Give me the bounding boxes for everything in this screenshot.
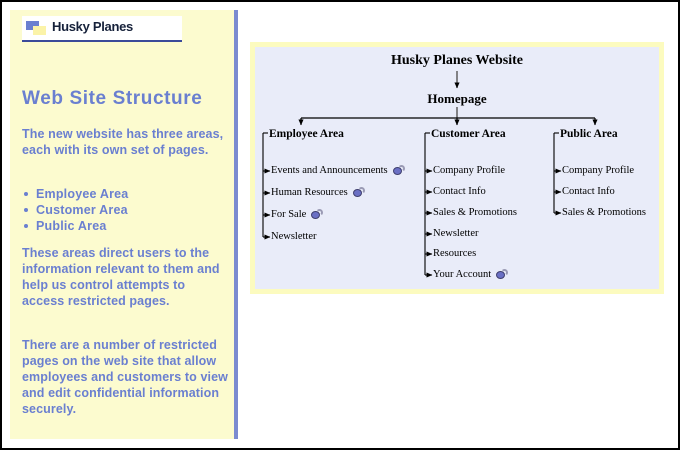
sidebar-paragraph-2: These areas direct users to the informat… <box>22 246 220 308</box>
leaf-node: Your Account <box>433 269 509 280</box>
leaf-label: Sales & Promotions <box>562 207 647 218</box>
leaf-label: Company Profile <box>562 165 635 176</box>
leaf-node: Resources <box>433 248 476 259</box>
sidebar-paragraph-3: There are a number of restricted pages o… <box>22 338 228 416</box>
sidebar-bullet-list: Employee Area Customer Area Public Area <box>22 186 228 234</box>
leaf-node: Contact Info <box>433 186 486 197</box>
leaf-label: Newsletter <box>433 228 479 239</box>
logo-squares-icon <box>26 21 48 36</box>
leaf-label: Events and Announcements <box>271 165 388 176</box>
leaf-label: Contact Info <box>562 186 615 197</box>
lock-icon <box>351 187 365 198</box>
leaf-label: Newsletter <box>271 231 317 242</box>
leaf-node: Company Profile <box>433 165 505 176</box>
diagram-connectors <box>262 71 598 278</box>
leaf-node: Sales & Promotions <box>433 207 517 218</box>
leaf-node: Events and Announcements <box>271 165 405 176</box>
lock-icon <box>309 209 324 220</box>
column-heading-public: Public Area <box>560 128 618 140</box>
logo-text: Husky Planes <box>52 19 133 34</box>
page-title: Web Site Structure <box>22 88 203 109</box>
list-item: Customer Area <box>22 202 228 218</box>
leaf-node: For Sale <box>271 209 324 220</box>
sidebar: Husky Planes Web Site Structure The new … <box>10 10 238 439</box>
sidebar-paragraph-1: The new website has three areas, each wi… <box>22 127 224 157</box>
list-item: Public Area <box>22 218 228 234</box>
list-item: Employee Area <box>22 186 228 202</box>
site-structure-diagram: Husky Planes Website Homepage Employee A… <box>250 42 664 294</box>
leaf-node: Sales & Promotions <box>562 207 646 218</box>
diagram-root-node: Husky Planes Website <box>391 53 523 68</box>
column-heading-customer: Customer Area <box>431 128 506 140</box>
leaf-label: Company Profile <box>433 165 506 176</box>
leaf-label: Resources <box>433 248 477 259</box>
leaf-label: Your Account <box>433 269 492 280</box>
lock-icon <box>494 269 509 280</box>
leaf-label: Human Resources <box>271 187 348 198</box>
leaf-label: For Sale <box>271 209 307 220</box>
leaf-label: Contact Info <box>433 186 486 197</box>
logo: Husky Planes <box>22 16 182 42</box>
leaf-node: Company Profile <box>562 165 634 176</box>
diagram-homepage-node: Homepage <box>427 91 487 106</box>
leaf-label: Sales & Promotions <box>433 207 518 218</box>
leaf-node: Human Resources <box>271 187 365 198</box>
leaf-node: Contact Info <box>562 186 615 197</box>
column-heading-employee: Employee Area <box>269 128 344 140</box>
leaf-node: Newsletter <box>433 228 478 239</box>
lock-icon <box>391 165 405 176</box>
leaf-node: Newsletter <box>271 231 316 242</box>
